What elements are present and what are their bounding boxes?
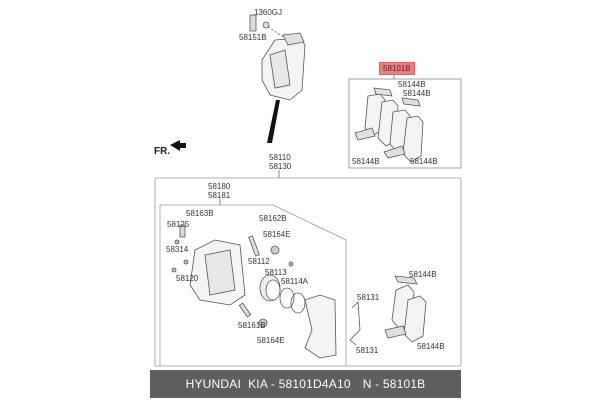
caliper-assembly-drawing (249, 14, 306, 101)
label-58144b-5[interactable]: 58144B (409, 270, 437, 279)
label-58130[interactable]: 58130 (269, 162, 292, 171)
label-58164e-top[interactable]: 58164E (263, 230, 291, 239)
label-58101b-highlight[interactable]: 58101B (379, 62, 415, 75)
label-58144b-2[interactable]: 58144B (403, 89, 431, 98)
label-58161b[interactable]: 58161B (238, 321, 266, 330)
label-58120[interactable]: 58120 (176, 274, 199, 283)
label-1360gj[interactable]: 1360GJ (254, 8, 283, 17)
label-58144b-4[interactable]: 58144B (410, 157, 438, 166)
label-58163b[interactable]: 58163B (186, 209, 214, 218)
label-58110[interactable]: 58110 (269, 153, 291, 162)
label-58314[interactable]: 58314 (166, 245, 189, 254)
pointer-arrow (267, 100, 280, 143)
label-58125[interactable]: 58125 (167, 220, 190, 229)
label-58131-top[interactable]: 58131 (357, 293, 380, 302)
brand-part-number: HYUNDAI KIA - 58101D4A10 (185, 377, 351, 391)
label-58162b[interactable]: 58162B (259, 214, 287, 223)
label-58144b-6[interactable]: 58144B (417, 342, 445, 351)
label-58180[interactable]: 58180 (208, 182, 231, 191)
label-58181[interactable]: 58181 (208, 191, 231, 200)
label-58131-bottom[interactable]: 58131 (356, 346, 379, 355)
part-number-footer: HYUNDAI KIA - 58101D4A10 N - 58101B (150, 370, 461, 398)
front-arrow-icon (170, 140, 186, 151)
label-58144b-3[interactable]: 58144B (352, 157, 380, 166)
label-58144b-1[interactable]: 58144B (398, 80, 426, 89)
label-58112[interactable]: 58112 (248, 257, 270, 266)
label-58114a[interactable]: 58114A (281, 277, 308, 286)
label-58151b[interactable]: 58151B (239, 33, 267, 42)
diagram-part-number: N - 58101B (362, 377, 426, 391)
label-58113[interactable]: 58113 (265, 268, 287, 277)
caliper-parts-drawing (171, 224, 427, 359)
pad-kit-box (348, 78, 462, 169)
front-direction-label: FR. (154, 146, 171, 157)
label-58164e-bottom[interactable]: 58164E (257, 336, 285, 345)
sub-assembly-box (160, 204, 347, 366)
exploded-view-box (154, 177, 462, 367)
brake-pads-drawing (354, 87, 424, 163)
